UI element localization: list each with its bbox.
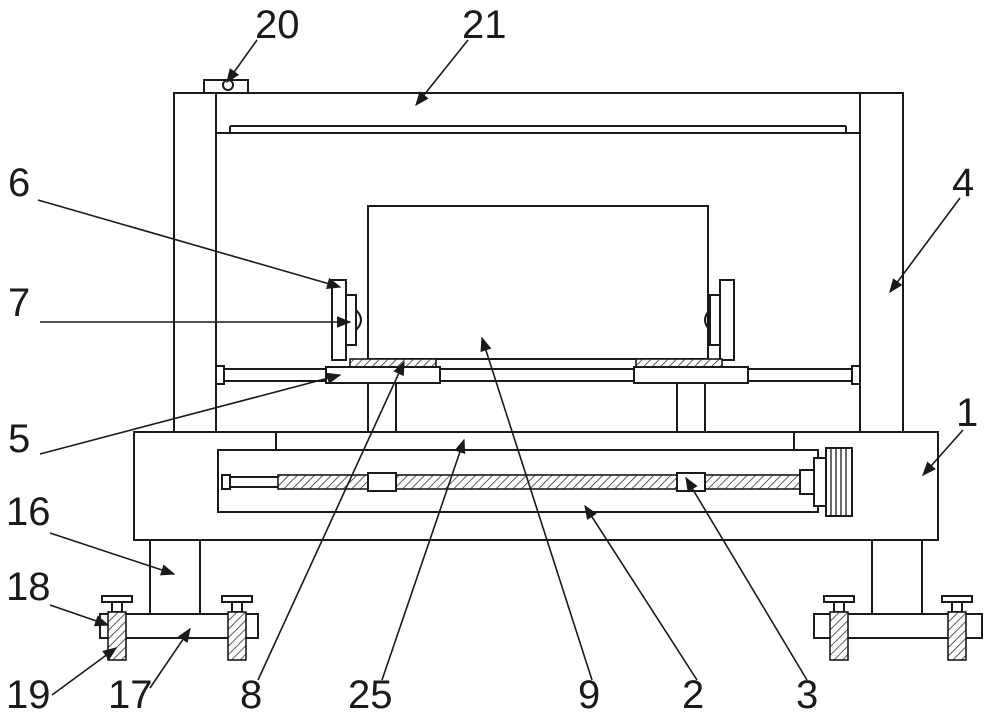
- right-foot: [813, 539, 983, 661]
- label-25: 25: [348, 673, 393, 717]
- label-20: 20: [255, 3, 300, 47]
- base-box: [133, 431, 939, 541]
- label-3: 3: [796, 673, 818, 717]
- guide-rod: [215, 365, 861, 385]
- label-1: 1: [956, 391, 978, 435]
- label-9: 9: [578, 673, 600, 717]
- leader-lines: [37, 39, 964, 696]
- label-16: 16: [6, 490, 51, 534]
- workpiece: [367, 205, 709, 360]
- label-6: 6: [8, 161, 30, 205]
- reference-numerals: 20 21 6 4 7 5 1 16 18 19 17 8 25 9 2 3: [6, 3, 978, 717]
- label-5: 5: [8, 417, 30, 461]
- label-18: 18: [6, 565, 51, 609]
- label-19: 19: [6, 673, 51, 717]
- label-4: 4: [952, 161, 974, 205]
- label-17: 17: [108, 673, 153, 717]
- label-7: 7: [8, 281, 30, 325]
- label-21: 21: [462, 3, 507, 47]
- label-2: 2: [682, 673, 704, 717]
- label-8: 8: [240, 673, 262, 717]
